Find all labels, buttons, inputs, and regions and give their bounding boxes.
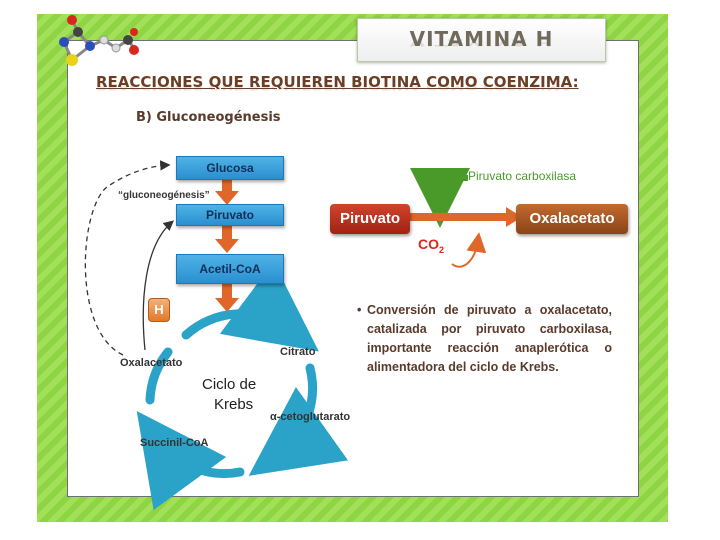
glucosa-box: Glucosa bbox=[176, 156, 284, 180]
piruvato-box: Piruvato bbox=[176, 204, 284, 226]
cycle-title: Ciclo de bbox=[202, 376, 257, 393]
product-box: Oxalacetato bbox=[516, 204, 628, 234]
reaction-arrow bbox=[404, 207, 522, 227]
gluconeogenesis-dashed-arrow bbox=[84, 160, 171, 356]
co2-label: CO2 bbox=[418, 236, 444, 255]
enzyme-arrow bbox=[410, 168, 470, 228]
subheading: B) Gluconeogénesis bbox=[136, 110, 281, 125]
oxalacetato-label: Oxalacetato bbox=[120, 357, 183, 369]
acetil-coa-box: Acetil-CoA bbox=[176, 254, 284, 284]
krebs-cycle-ring bbox=[136, 261, 349, 511]
bullet-paragraph: • Conversión de piruvato a oxalacetato, … bbox=[357, 301, 612, 377]
title-box: VITAMINA H VITAMINA H bbox=[357, 18, 606, 62]
gluconeogenesis-label: “gluconeogénesis” bbox=[118, 190, 210, 201]
bullet-dot: • bbox=[357, 303, 362, 317]
substrate-box: Piruvato bbox=[330, 204, 410, 234]
enzyme-label: Piruvato carboxilasa bbox=[468, 169, 577, 183]
co2-subscript: 2 bbox=[439, 244, 445, 255]
cetoglutarato-label: α-cetoglutarato bbox=[270, 411, 351, 423]
oxalacetato-to-piruvato-arrow bbox=[142, 220, 174, 351]
biotin-molecule-icon bbox=[59, 15, 139, 66]
h-badge: H bbox=[148, 298, 170, 322]
section-heading: REACCIONES QUE REQUIEREN BIOTINA COMO CO… bbox=[96, 73, 579, 91]
cycle-title-line2: Krebs bbox=[214, 396, 254, 413]
slide-title: VITAMINA H bbox=[409, 27, 554, 51]
co2-text: CO bbox=[418, 236, 439, 252]
flow-arrow-acetil-krebs bbox=[215, 283, 239, 312]
succinil-coa-label: Succinil-CoA bbox=[140, 437, 209, 449]
co2-curve-arrow bbox=[451, 232, 487, 268]
flow-arrow-glucosa-piruvato bbox=[215, 178, 239, 205]
flow-arrow-piruvato-acetil bbox=[215, 224, 239, 253]
citrato-label: Citrato bbox=[280, 346, 316, 358]
bullet-text: Conversión de piruvato a oxalacetato, ca… bbox=[367, 303, 612, 374]
